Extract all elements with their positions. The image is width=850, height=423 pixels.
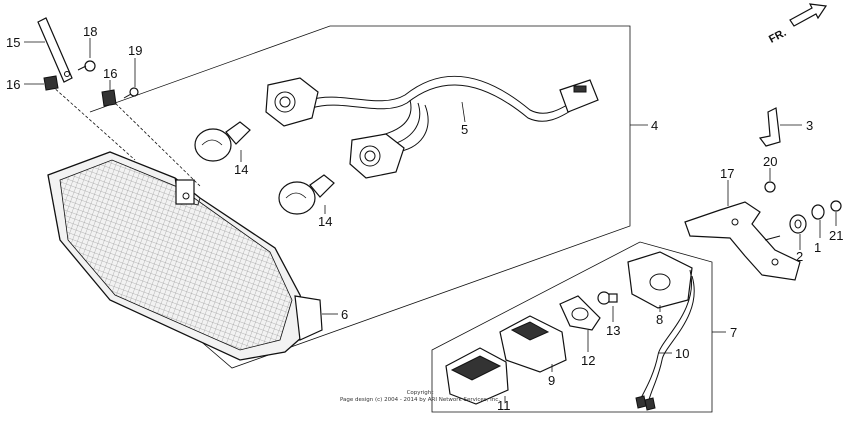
callout-6: 6	[341, 307, 348, 322]
front-direction-label: FR.	[767, 27, 788, 46]
callout-11: 11	[497, 398, 511, 413]
callout-7: 7	[730, 325, 737, 340]
wire-harness	[265, 75, 599, 179]
callout-21: 21	[829, 228, 843, 243]
nut-21	[830, 200, 842, 212]
callout-14-lower: 14	[318, 214, 332, 229]
callout-14-upper: 14	[234, 162, 248, 177]
callout-2: 2	[796, 249, 803, 264]
callout-17: 17	[720, 166, 734, 181]
screw-18	[77, 60, 96, 72]
front-direction-arrow: FR.	[767, 3, 828, 46]
callout-19: 19	[128, 43, 142, 58]
copyright-line2: Page design (c) 2004 - 2014 by ARI Netwo…	[340, 397, 500, 403]
clip-16-left	[43, 75, 59, 91]
clip-16-right	[101, 89, 117, 107]
callout-10: 10	[675, 346, 689, 361]
gasket-12	[559, 295, 601, 331]
license-bulb-13	[597, 291, 618, 305]
callout-16-right: 16	[103, 66, 117, 81]
screw-19	[123, 87, 139, 99]
assembly-boundary-4	[89, 25, 631, 369]
collar-1	[811, 204, 825, 220]
callout-9: 9	[548, 373, 555, 388]
license-bracket-17	[684, 201, 801, 281]
callout-5: 5	[461, 122, 468, 137]
bracket-15	[37, 17, 73, 83]
callout-12: 12	[581, 353, 595, 368]
license-cover-9	[499, 315, 567, 373]
callout-15: 15	[6, 35, 20, 50]
callout-1: 1	[814, 240, 821, 255]
bulb-upper	[194, 121, 251, 162]
screw-20	[764, 181, 776, 193]
tail-light-lens	[47, 151, 323, 361]
license-lens-11	[445, 347, 509, 405]
callout-18: 18	[83, 24, 97, 39]
callout-16-left: 16	[6, 77, 20, 92]
copyright-line1: Copyright	[407, 390, 435, 396]
bulb-lower	[278, 174, 335, 215]
bracket-3	[758, 107, 781, 147]
license-light-base-8	[627, 251, 695, 411]
callout-4: 4	[651, 118, 658, 133]
callout-3: 3	[806, 118, 813, 133]
grommet-2	[789, 214, 807, 234]
callout-20: 20	[763, 154, 777, 169]
callout-13: 13	[606, 323, 620, 338]
assembly-boundary-7	[431, 241, 713, 413]
callout-8: 8	[656, 312, 663, 327]
